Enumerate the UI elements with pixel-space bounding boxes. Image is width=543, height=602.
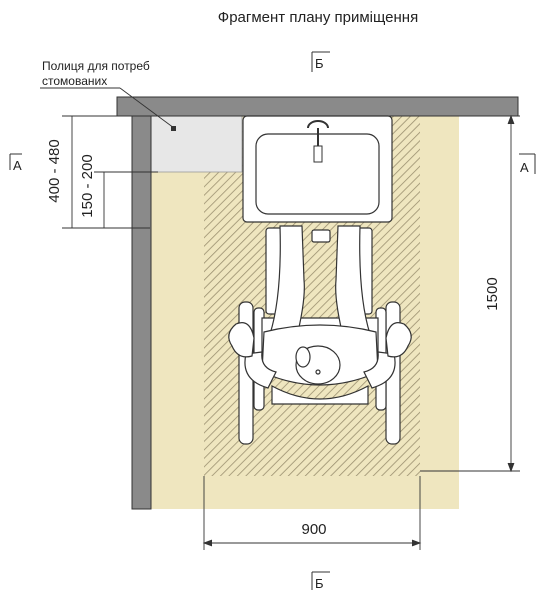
section-b-bottom-mark — [311, 571, 330, 590]
dim-length — [420, 114, 520, 473]
section-a-right-mark — [519, 153, 536, 174]
left-wall — [131, 115, 152, 510]
dim-shelf-height-label: 400 - 480 — [46, 139, 63, 202]
section-b-top-mark — [311, 51, 330, 72]
shelf-callout-line1: Полиця для потреб — [42, 59, 150, 73]
dim-width — [202, 476, 422, 550]
section-a-right-label: А — [520, 160, 529, 175]
shelf-callout-line2: стомованих — [42, 74, 107, 88]
section-b-top-label: Б — [315, 56, 324, 71]
top-wall — [116, 96, 519, 117]
section-a-left-mark — [9, 153, 22, 170]
section-b-bottom-label: Б — [315, 576, 324, 591]
dim-shelf-depth — [94, 171, 158, 228]
dim-shelf-depth-label: 150 - 200 — [79, 154, 96, 217]
washbasin — [242, 115, 393, 223]
dim-width-label: 900 — [301, 521, 326, 538]
wheelchair-user-icon — [228, 225, 412, 445]
ostomy-shelf — [150, 115, 243, 173]
diagram-title: Фрагмент плану приміщення — [218, 9, 418, 26]
dim-length-label: 1500 — [484, 277, 501, 310]
shelf-callout-leader — [40, 87, 175, 129]
section-a-left-label: А — [13, 158, 22, 173]
dim-shelf-height — [62, 115, 150, 229]
shelf-callout-marker — [171, 126, 176, 131]
